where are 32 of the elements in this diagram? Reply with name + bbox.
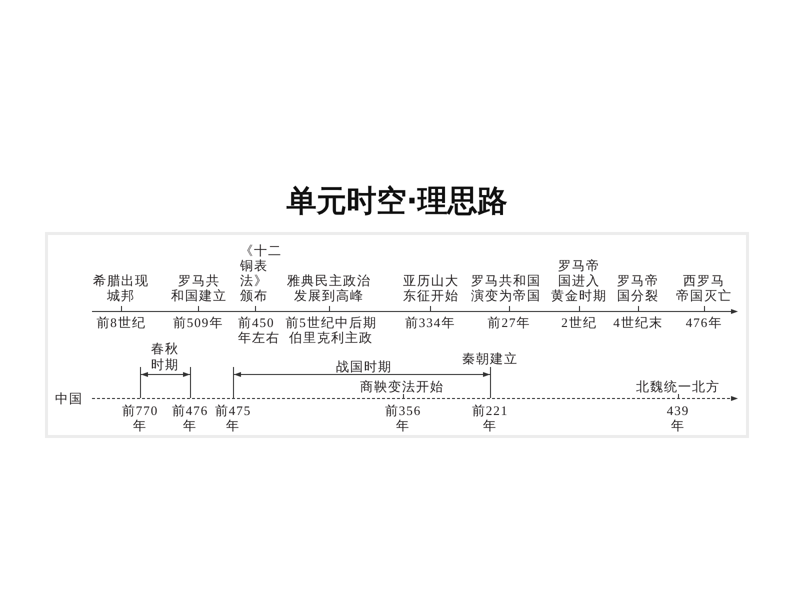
date-label: 前27年 [488,314,530,330]
event-label: 《十二铜表法》颁布 [240,243,283,303]
event-label: 雅典民主政治发展到高峰 [286,273,372,303]
date-label: 4世纪末 [613,314,663,330]
event-label: 罗马帝国进入黄金时期 [550,258,608,303]
date-label: 439年 [666,402,690,432]
event-label: 罗马共和国演变为帝国 [470,273,542,303]
event-label: 亚历山大东征开始 [402,273,460,303]
date-label: 前770年 [120,402,160,432]
event-label: 罗马帝国分裂 [616,273,660,303]
date-label: 前509年 [172,314,224,330]
event-label: 商鞅变法开始 [360,378,444,394]
event-label: 西罗马帝国灭亡 [676,273,732,303]
date-label: 前476年 [170,402,210,432]
date-label: 前5世纪中后期 [285,314,377,330]
date-label: 前334年 [404,314,456,330]
title: 单元时空·理思路 [286,184,508,220]
note-label: 伯里克利主政 [289,330,373,344]
event-label: 北魏统一北方 [636,378,720,394]
date-label: 前450年左右 [238,314,281,344]
axis-label: 中国 [55,390,83,406]
date-label: 2世纪 [561,314,597,330]
date-label: 476年 [686,314,722,330]
event-label: 秦朝建立 [462,350,518,366]
event-label: 罗马共和国建立 [170,273,228,303]
date-label: 前8世纪 [96,314,146,330]
event-label: 希腊出现城邦 [92,273,150,303]
date-label: 前221年 [470,402,510,432]
period-label: 春秋时期 [150,341,180,373]
date-label: 前475年 [214,402,252,432]
date-label: 前356年 [384,402,422,432]
period-label: 战国时期 [336,358,392,374]
